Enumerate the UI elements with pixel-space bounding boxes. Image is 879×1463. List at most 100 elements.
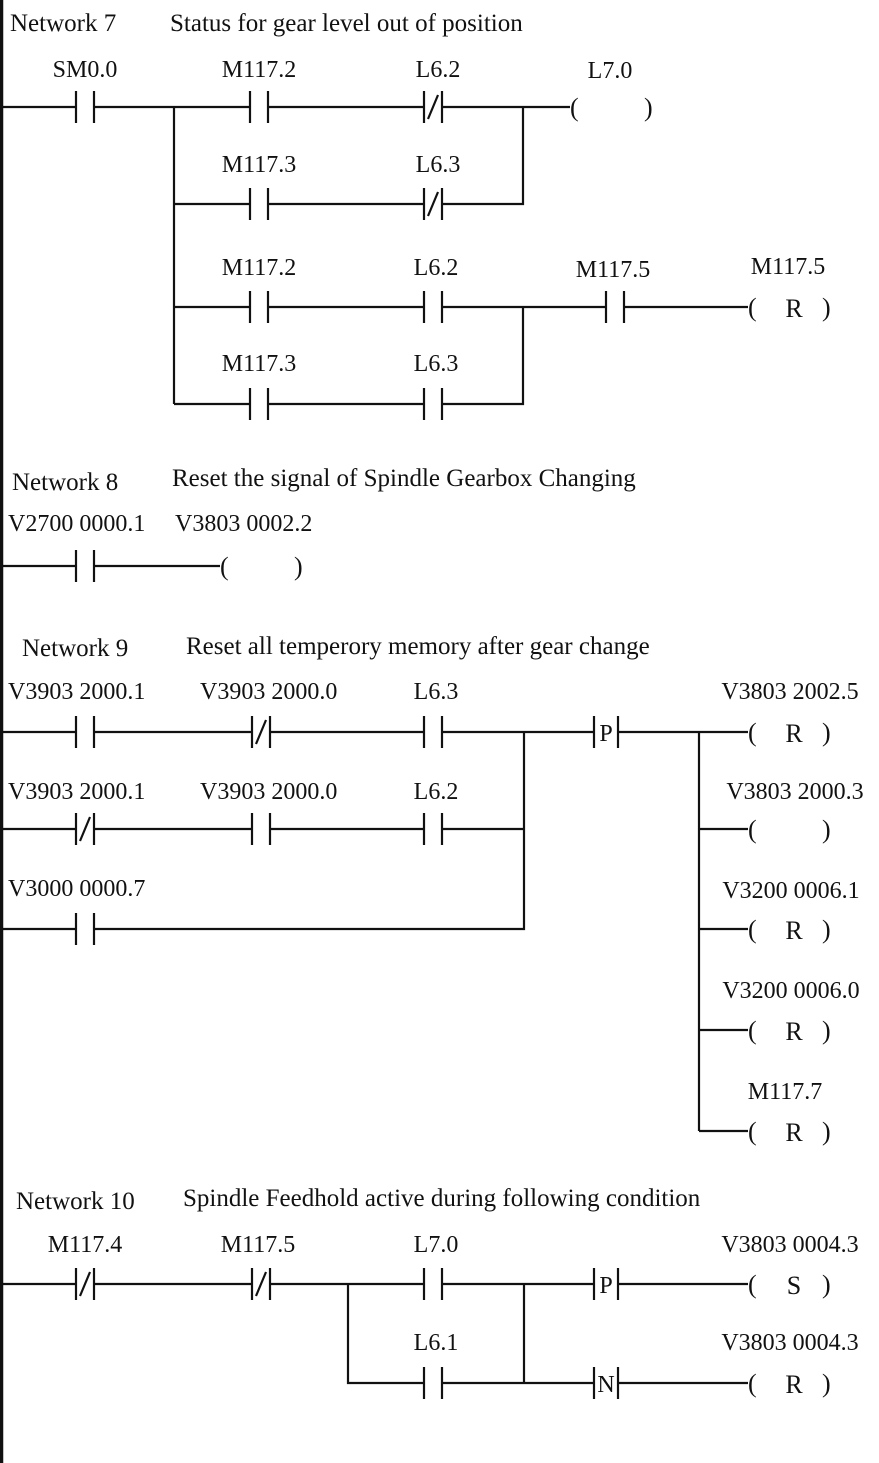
network-comment: Reset all temperory memory after gear ch… <box>186 633 650 660</box>
normally-open-contact: M117.3 <box>222 152 296 220</box>
coil-operation: R <box>785 916 803 945</box>
edge-type: P <box>599 1273 612 1299</box>
coil-address: V3803 0004.3 <box>721 1232 858 1258</box>
coil-left-paren: ( <box>748 1016 757 1045</box>
coil-left-paren: ( <box>748 1369 757 1398</box>
negation-slash-icon <box>78 816 92 842</box>
normally-closed-contact: L6.3 <box>416 152 461 220</box>
wire <box>346 1284 424 1385</box>
coil-right-paren: ) <box>822 915 831 944</box>
coil-operation: R <box>785 1370 803 1399</box>
normally-open-contact: SM0.0 <box>53 57 118 123</box>
contact-address: V3000 0000.7 <box>8 876 145 902</box>
normally-open-contact: L6.3 <box>414 351 459 420</box>
contact-address: L6.3 <box>414 679 459 705</box>
network-comment: Spindle Feedhold active during following… <box>183 1185 701 1212</box>
normally-open-contact: L7.0 <box>414 1232 459 1300</box>
contact-address: SM0.0 <box>53 57 118 83</box>
normally-open-contact: M117.3 <box>222 351 296 420</box>
network-8-header: Network 8 Reset the signal of Spindle Ge… <box>12 465 636 496</box>
contact-address: M117.2 <box>222 57 296 83</box>
network-label: Network 8 <box>12 469 118 496</box>
coil-address: V3803 0002.2 <box>175 511 312 537</box>
coil-operation: R <box>785 719 803 748</box>
coil-right-paren: ) <box>822 1369 831 1398</box>
coil-address: M117.5 <box>751 254 825 280</box>
normally-open-contact: V3000 0000.7 <box>8 876 145 945</box>
network-comment: Status for gear level out of position <box>170 10 523 37</box>
coil-right-paren: ) <box>644 93 653 122</box>
network-label: Network 9 <box>22 635 128 662</box>
coil-address: V3200 0006.0 <box>722 978 859 1004</box>
network-7-header: Network 7 Status for gear level out of p… <box>10 10 523 37</box>
normally-open-contact: V2700 0000.1 <box>8 511 145 582</box>
coil-address: V3803 2002.5 <box>721 679 858 705</box>
coil-right-paren: ) <box>822 718 831 747</box>
contact-address: V3903 2000.0 <box>200 779 337 805</box>
coil-operation: R <box>785 1017 803 1046</box>
normally-open-contact: L6.1 <box>414 1330 458 1399</box>
edge-type: P <box>599 721 612 747</box>
contact-address: M117.4 <box>48 1232 122 1258</box>
contact-address: L6.3 <box>416 152 461 178</box>
coil-address: L7.0 <box>588 58 633 84</box>
contact-address: M117.3 <box>222 152 296 178</box>
contact-address: L6.2 <box>414 255 459 281</box>
coil-left-paren: ( <box>748 293 757 322</box>
output-coil: () V3803 2000.3 <box>726 779 863 844</box>
normally-open-contact: V3903 2000.1 <box>8 679 145 748</box>
reset-coil: () R V3803 0004.3 <box>721 1330 858 1399</box>
contact-address: V3903 2000.1 <box>8 679 145 705</box>
network-9-header: Network 9 Reset all temperory memory aft… <box>22 633 650 662</box>
contact-address: M117.2 <box>222 255 296 281</box>
coil-left-paren: ( <box>748 718 757 747</box>
normally-open-contact: M117.2 <box>222 255 296 323</box>
contact-address: M117.5 <box>221 1232 295 1258</box>
network-label: Network 10 <box>16 1188 135 1215</box>
normally-closed-contact: L6.2 <box>416 57 461 123</box>
coil-address: V3803 2000.3 <box>726 779 863 805</box>
negation-slash-icon <box>426 191 440 217</box>
negation-slash-icon <box>254 1271 268 1297</box>
contact-address: L6.3 <box>414 351 459 377</box>
contact-address: M117.5 <box>576 257 650 283</box>
coil-right-paren: ) <box>294 552 303 581</box>
positive-edge-detector: P <box>592 716 620 748</box>
negative-edge-detector: N <box>592 1367 620 1399</box>
output-coil: () V3803 0002.2 <box>175 511 312 581</box>
coil-left-paren: ( <box>748 815 757 844</box>
coil-left-paren: ( <box>220 552 229 581</box>
contact-address: L6.2 <box>414 779 459 805</box>
negation-slash-icon <box>254 719 268 745</box>
wire <box>94 732 526 931</box>
normally-open-contact: V3903 2000.0 <box>200 779 337 845</box>
coil-left-paren: ( <box>748 915 757 944</box>
normally-open-contact: L6.3 <box>414 679 459 748</box>
coil-address: V3803 0004.3 <box>721 1330 858 1356</box>
normally-open-contact: M117.5 <box>576 257 650 323</box>
normally-closed-contact: V3903 2000.0 <box>200 679 337 748</box>
normally-open-contact: L6.2 <box>414 255 459 323</box>
contact-address: L6.2 <box>416 57 461 83</box>
coil-left-paren: ( <box>748 1117 757 1146</box>
network-comment: Reset the signal of Spindle Gearbox Chan… <box>172 465 636 492</box>
coil-operation: R <box>785 294 803 323</box>
coil-operation: S <box>787 1271 801 1300</box>
positive-edge-detector: P <box>592 1268 620 1300</box>
contact-address: V2700 0000.1 <box>8 511 145 537</box>
contact-address: L7.0 <box>414 1232 459 1258</box>
normally-open-contact: L6.2 <box>414 779 459 845</box>
normally-closed-contact: V3903 2000.1 <box>8 779 145 845</box>
contact-address: V3903 2000.1 <box>8 779 145 805</box>
coil-left-paren: ( <box>570 93 579 122</box>
normally-closed-contact: M117.4 <box>48 1232 122 1300</box>
coil-right-paren: ) <box>822 815 831 844</box>
coil-address: M117.7 <box>748 1079 822 1105</box>
